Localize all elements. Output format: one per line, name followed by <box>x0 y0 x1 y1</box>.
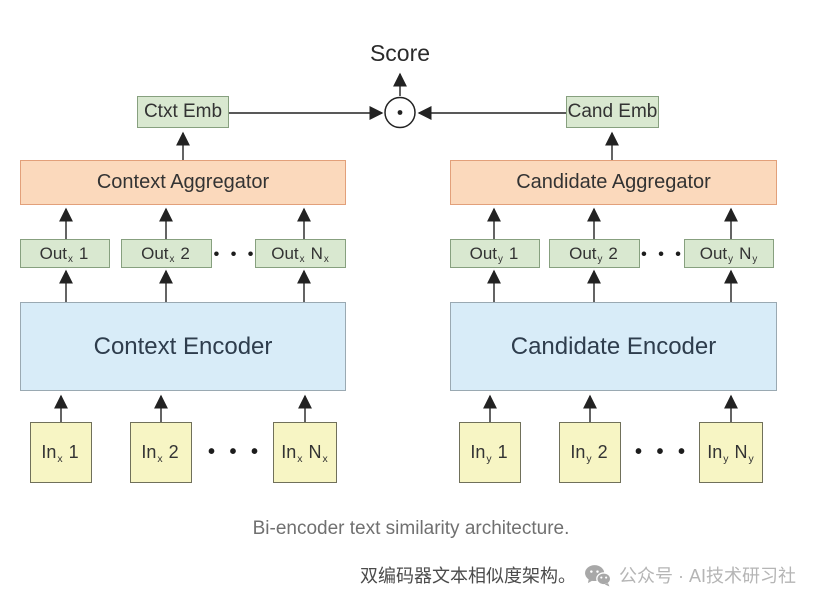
context-encoder-label: Context Encoder <box>93 332 273 360</box>
wechat-icon <box>585 564 611 587</box>
candidate-aggregator-label: Candidate Aggregator <box>516 171 711 193</box>
candidate-encoder-label: Candidate Encoder <box>510 332 717 360</box>
score-label: Score <box>369 40 431 66</box>
in-ellipsis-left: • • • <box>207 441 259 463</box>
ctxt-emb-box: Ctxt Emb <box>137 96 229 128</box>
context-encoder-box: Context Encoder <box>20 302 346 391</box>
candidate-aggregator-box: Candidate Aggregator <box>450 160 777 205</box>
wechat-account-label: 公众号 · AI技术研习社 <box>618 566 796 586</box>
cand-emb-box: Cand Emb <box>566 96 659 128</box>
out-ellipsis-left: • • • <box>213 246 254 263</box>
ctxt-emb-label: Ctxt Emb <box>143 101 223 122</box>
caption-zh: 双编码器文本相似度架构。 <box>359 566 576 586</box>
candidate-encoder-box: Candidate Encoder <box>450 302 777 391</box>
watermark-line: 双编码器文本相似度架构。 公众号 · AI技术研习社 <box>360 560 796 590</box>
cand-emb-label: Cand Emb <box>567 101 658 122</box>
figure-caption: Bi-encoder text similarity architecture. <box>252 518 570 539</box>
context-aggregator-box: Context Aggregator <box>20 160 346 205</box>
context-aggregator-label: Context Aggregator <box>96 171 270 193</box>
in-ellipsis-right: • • • <box>634 441 686 463</box>
dot-product-icon <box>384 96 416 129</box>
out-ellipsis-right: • • • <box>641 246 681 263</box>
